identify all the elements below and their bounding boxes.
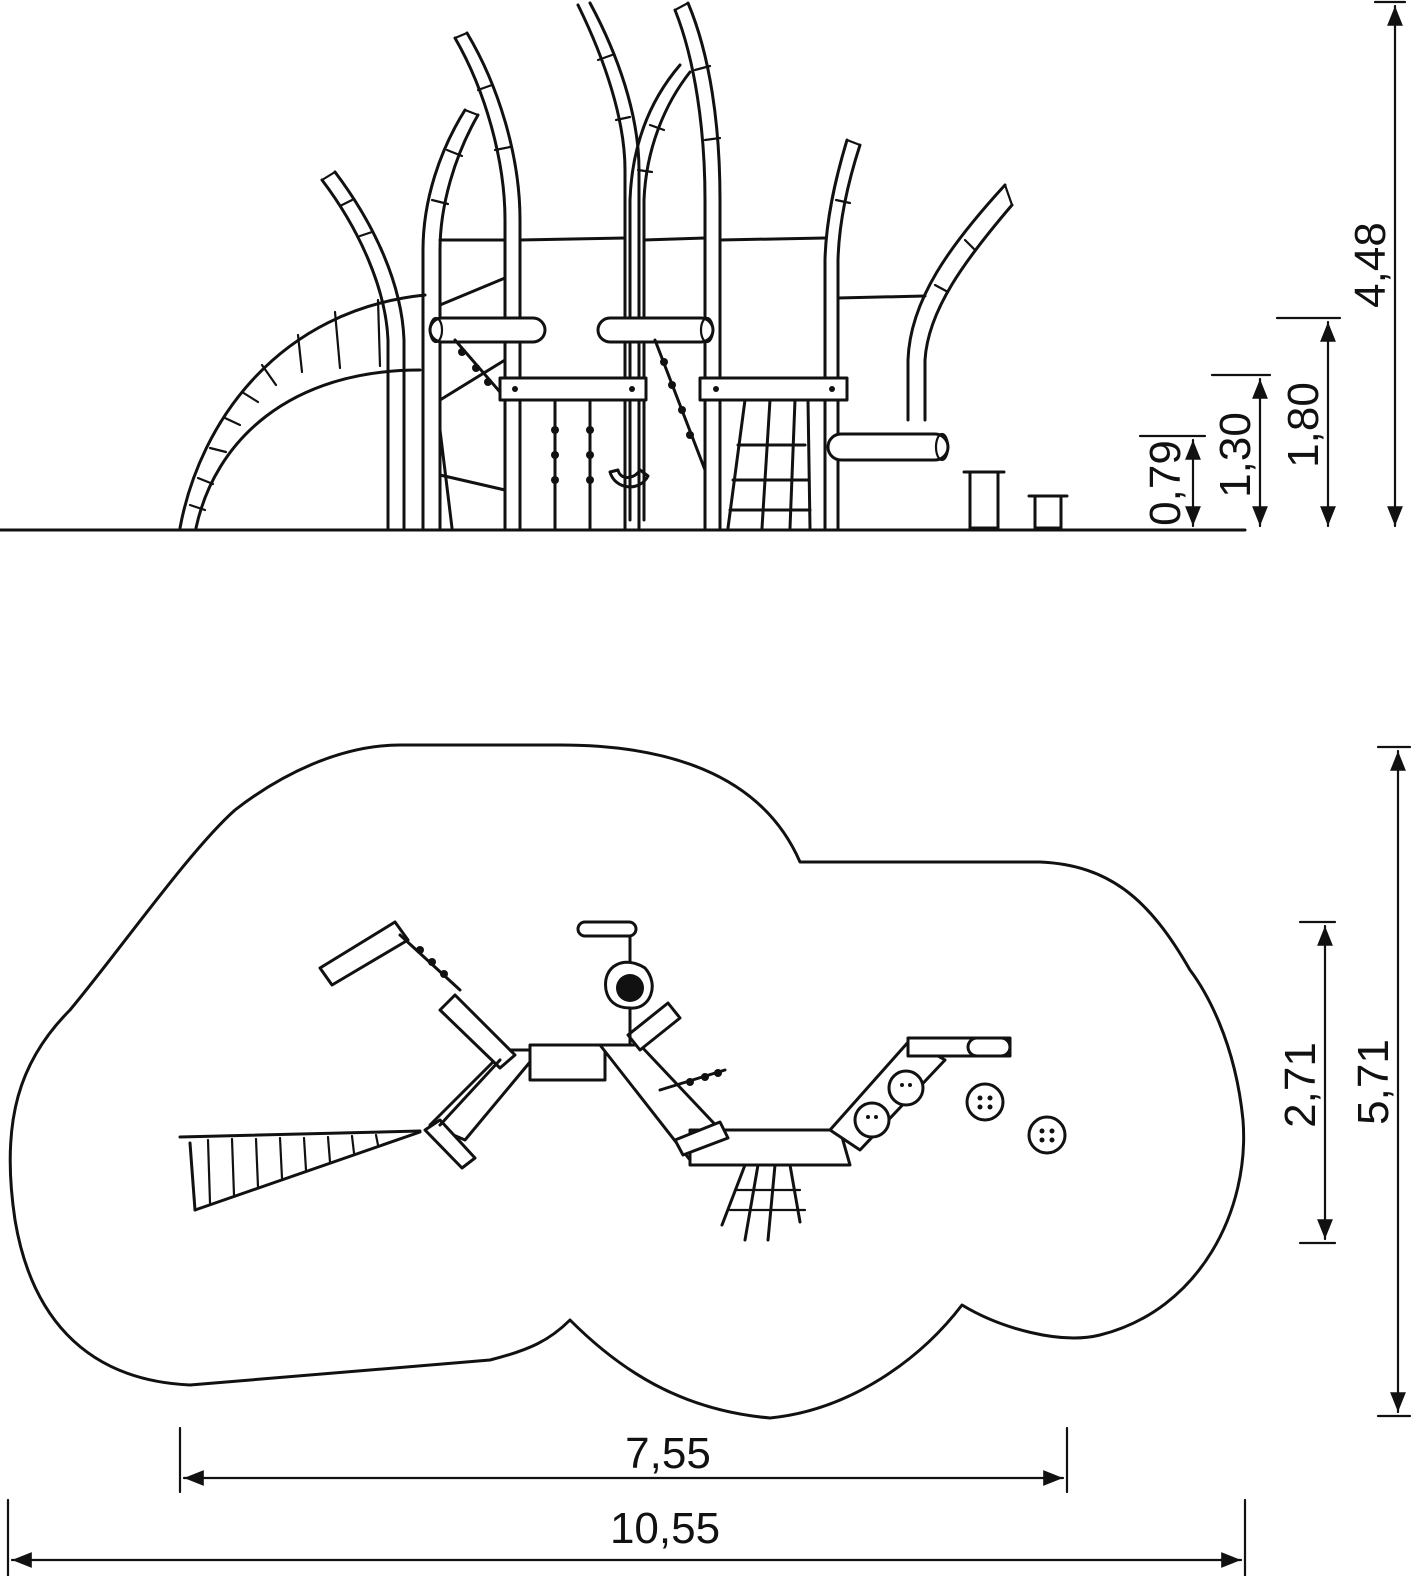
top-rails bbox=[438, 236, 927, 300]
plan-net bbox=[720, 1163, 807, 1242]
plan-beams bbox=[428, 1036, 1012, 1167]
plan-view: 5,71 2,71 7,55 10,55 bbox=[6, 743, 1412, 1576]
height-mid-label: 1,30 bbox=[1211, 412, 1260, 498]
plan-logs bbox=[318, 920, 730, 1170]
width-total-label: 10,55 bbox=[610, 1504, 720, 1553]
climbing-net bbox=[726, 398, 812, 530]
platform-planks bbox=[498, 376, 849, 402]
stepping-posts bbox=[962, 470, 1069, 530]
side-elevation-view: 4,48 1,80 1,30 0,79 bbox=[0, 0, 1407, 532]
depth-total-label: 5,71 bbox=[1349, 1039, 1398, 1125]
plan-stepping-disks bbox=[853, 1069, 1067, 1155]
safety-area-outline bbox=[8, 743, 1246, 1420]
height-low-label: 0,79 bbox=[1141, 440, 1190, 526]
curved-posts bbox=[320, 1, 1014, 530]
height-dimensions: 4,48 1,80 1,30 0,79 bbox=[1138, 0, 1407, 528]
climbing-hold bbox=[608, 468, 650, 489]
plan-climbing-hold bbox=[604, 960, 654, 1010]
slide-arc bbox=[178, 293, 427, 530]
height-high-label: 1,80 bbox=[1279, 382, 1328, 468]
plan-slide bbox=[178, 1129, 422, 1212]
height-total-label: 4,48 bbox=[1346, 222, 1395, 308]
depth-equipment-label: 2,71 bbox=[1276, 1042, 1325, 1128]
platform-logs bbox=[428, 316, 950, 462]
ropes bbox=[438, 276, 707, 530]
plan-dimensions: 5,71 2,71 7,55 10,55 bbox=[6, 745, 1412, 1576]
width-equipment-label: 7,55 bbox=[625, 1429, 711, 1478]
